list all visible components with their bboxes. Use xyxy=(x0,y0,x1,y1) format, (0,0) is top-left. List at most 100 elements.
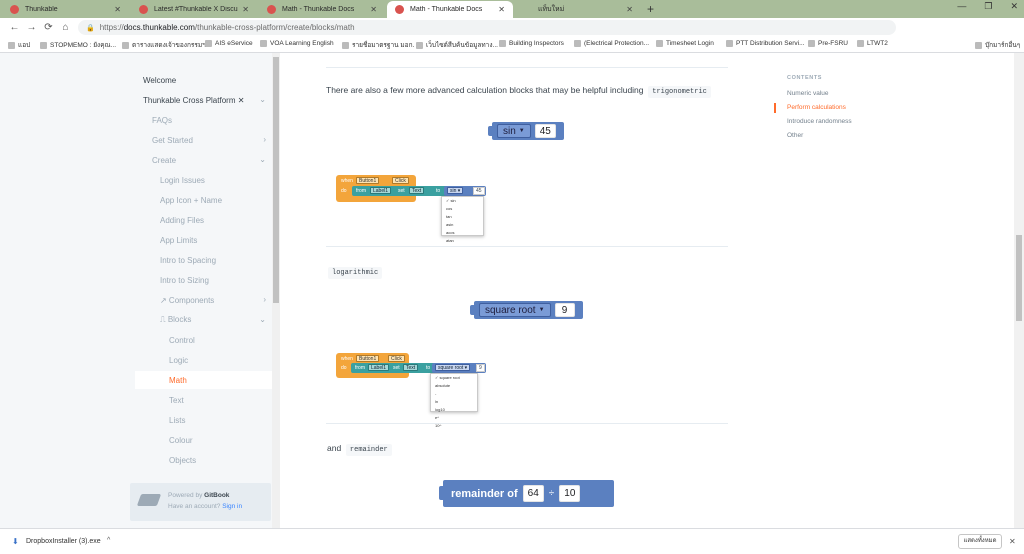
back-arrow-icon[interactable]: ← xyxy=(9,22,20,33)
bookmark-favicon-icon xyxy=(499,40,506,47)
sidebar-item-app-icon-name[interactable]: App Icon + Name xyxy=(160,195,223,205)
toc-item-numeric-value[interactable]: Numeric value xyxy=(787,90,829,97)
dropdown-option[interactable]: e^ xyxy=(435,415,440,420)
chevron-down-icon[interactable]: ⌄ xyxy=(259,315,266,324)
forward-arrow-icon[interactable]: → xyxy=(26,22,37,33)
lock-icon: 🔒 xyxy=(86,24,95,32)
dropdown-option[interactable]: asin xyxy=(446,222,454,227)
bookmark-item[interactable]: Timesheet Login xyxy=(656,40,714,47)
remainder-paragraph: and remainder xyxy=(327,443,392,456)
dropdown-option[interactable]: ln xyxy=(435,399,439,404)
sidebar-item-faqs[interactable]: FAQs xyxy=(152,115,173,125)
sidebar-item-blocks[interactable]: ⎍ Blocks⌄ xyxy=(160,315,266,324)
intro-paragraph: There are also a few more advanced calcu… xyxy=(326,85,711,98)
reload-icon[interactable]: ⟳ xyxy=(44,22,53,33)
sidebar-item-get-started[interactable]: Get Started› xyxy=(152,135,266,145)
tab-discuss[interactable]: Latest #Thunkable X Discuss (Cr... ✕ xyxy=(131,1,257,18)
close-window-button[interactable]: ✕ xyxy=(1010,1,1018,11)
close-tab-icon[interactable]: ✕ xyxy=(498,5,505,14)
toc-item-introduce-randomness[interactable]: Introduce randomness xyxy=(787,118,852,125)
bookmark-favicon-icon xyxy=(260,40,267,47)
bookmark-item[interactable]: VOA Learning English xyxy=(260,40,334,47)
bookmark-item[interactable]: AIS eService xyxy=(205,40,253,47)
minimize-button[interactable]: — xyxy=(957,1,967,11)
chevron-right-icon[interactable]: › xyxy=(263,135,266,144)
sidebar-item-app-limits[interactable]: App Limits xyxy=(160,235,198,245)
sidebar-item-colour[interactable]: Colour xyxy=(169,435,193,445)
sidebar-item-control[interactable]: Control xyxy=(169,335,195,345)
sidebar-item-welcome[interactable]: Welcome xyxy=(143,75,177,85)
toc-active-indicator xyxy=(774,103,776,113)
dropdown-option[interactable]: absolute xyxy=(435,383,451,388)
sidebar-item-create[interactable]: Create⌄ xyxy=(152,155,266,165)
bookmark-favicon-icon xyxy=(122,41,129,49)
thunkable-favicon-icon xyxy=(395,5,404,14)
sidebar-item-text[interactable]: Text xyxy=(169,395,184,405)
page-scroll-thumb[interactable] xyxy=(1016,235,1022,321)
bookmark-item[interactable]: (Electrical Protection... xyxy=(574,40,649,47)
bookmark-item[interactable]: ตารางแสดงเจ้าของกรรมฯ... xyxy=(122,40,211,50)
bookmark-other[interactable]: บุ๊กมาร์กอื่นๆ xyxy=(975,40,1020,50)
dropdown-option[interactable]: atan xyxy=(446,238,454,243)
close-tab-icon[interactable]: ✕ xyxy=(242,5,249,14)
dropdown-option[interactable]: log10 xyxy=(435,407,445,412)
dropdown-option[interactable]: 10^ xyxy=(435,423,442,428)
bookmark-item[interactable]: เว็บไซต์สืบค้นข้อมูลทาง... xyxy=(416,40,498,50)
toc-item-perform-calculations[interactable]: Perform calculations xyxy=(787,104,846,111)
tab-new-tab[interactable]: แท็บใหม่ ✕ xyxy=(515,1,641,18)
sidebar-item-adding-files[interactable]: Adding Files xyxy=(160,215,205,225)
dropdown-arrow-icon: ▼ xyxy=(538,307,545,313)
sidebar-scrollbar[interactable] xyxy=(272,53,280,528)
sidebar-item-intro-to-spacing[interactable]: Intro to Spacing xyxy=(160,255,217,265)
close-tab-icon[interactable]: ✕ xyxy=(114,5,121,14)
sin-dropdown: sin▼ xyxy=(497,124,531,138)
sidebar-item-intro-to-sizing[interactable]: Intro to Sizing xyxy=(160,275,209,285)
logarithmic-label: logarithmic xyxy=(328,266,383,279)
sidebar-item-math[interactable]: Math xyxy=(135,371,272,389)
chevron-down-icon[interactable]: ⌄ xyxy=(259,155,266,164)
tab-math-docs[interactable]: Math - Thunkable Docs ✕ xyxy=(259,1,385,18)
sidebar-item-lists[interactable]: Lists xyxy=(169,415,186,425)
show-all-downloads-button[interactable]: แสดงทั้งหมด xyxy=(958,534,1002,549)
tab-math-docs-active[interactable]: Math - Thunkable Docs ✕ xyxy=(387,1,513,18)
sidebar-item-login-issues[interactable]: Login Issues xyxy=(160,175,205,185)
sidebar-item-objects[interactable]: Objects xyxy=(169,455,197,465)
sidebar-item-components[interactable]: ↗ Components› xyxy=(160,295,266,305)
maximize-button[interactable]: ❐ xyxy=(984,1,993,11)
bookmark-item[interactable]: รายชื่อมาตรฐาน มอก. xyxy=(342,40,414,50)
bookmark-item[interactable]: STOPMEMO : ยังคุณ... xyxy=(40,40,116,50)
download-options-chevron-icon[interactable]: ^ xyxy=(107,537,111,544)
close-tab-icon[interactable]: ✕ xyxy=(626,5,633,14)
sidebar-scroll-thumb[interactable] xyxy=(273,57,279,303)
home-icon[interactable]: ⌂ xyxy=(62,22,69,33)
bookmark-favicon-icon xyxy=(656,40,663,47)
dropdown-option[interactable]: ✓ square root xyxy=(435,375,460,380)
bookmark-item[interactable]: LTWT2 xyxy=(857,40,888,47)
dropdown-option[interactable]: ✓ sin xyxy=(446,198,456,203)
close-download-bar-icon[interactable]: ✕ xyxy=(1009,537,1016,546)
dropdown-option[interactable]: acos xyxy=(446,230,455,235)
dropdown-option[interactable]: tan xyxy=(446,214,452,219)
sign-in-link[interactable]: Sign in xyxy=(222,503,243,510)
sidebar-item-logic[interactable]: Logic xyxy=(169,355,189,365)
dropdown-option[interactable]: - xyxy=(435,391,437,396)
bookmark-favicon-icon xyxy=(574,40,581,47)
square-root-value: 9 xyxy=(554,303,575,317)
new-tab-button[interactable]: + xyxy=(647,2,655,16)
bookmark-item[interactable]: Pre-FSRU xyxy=(808,40,848,47)
toc-item-other[interactable]: Other xyxy=(787,132,804,139)
sidebar-item-thunkable-cross-platform[interactable]: Thunkable Cross Platform ✕⌄ xyxy=(143,95,266,105)
address-bar[interactable]: 🔒 https://docs.thunkable.com/thunkable-c… xyxy=(78,20,896,35)
page-scrollbar[interactable] xyxy=(1014,53,1024,528)
bookmark-apps[interactable]: แอป xyxy=(8,40,30,50)
tab-thunkable[interactable]: Thunkable ✕ xyxy=(2,1,129,18)
dropdown-option[interactable]: cos xyxy=(446,206,453,211)
set-label-text-block: from Label1 set Text to xyxy=(351,363,437,373)
chevron-down-icon[interactable]: ⌄ xyxy=(259,95,266,104)
download-filename[interactable]: DropboxInstaller (3).exe xyxy=(26,538,101,545)
bookmark-item[interactable]: PTT Distribution Servi... xyxy=(726,40,805,47)
close-tab-icon[interactable]: ✕ xyxy=(370,5,377,14)
bookmark-item[interactable]: Building Inspectors xyxy=(499,40,564,47)
gitbook-footer[interactable]: Powered by GitBook Have an account? Sign… xyxy=(130,483,271,521)
chevron-right-icon[interactable]: › xyxy=(263,295,266,304)
